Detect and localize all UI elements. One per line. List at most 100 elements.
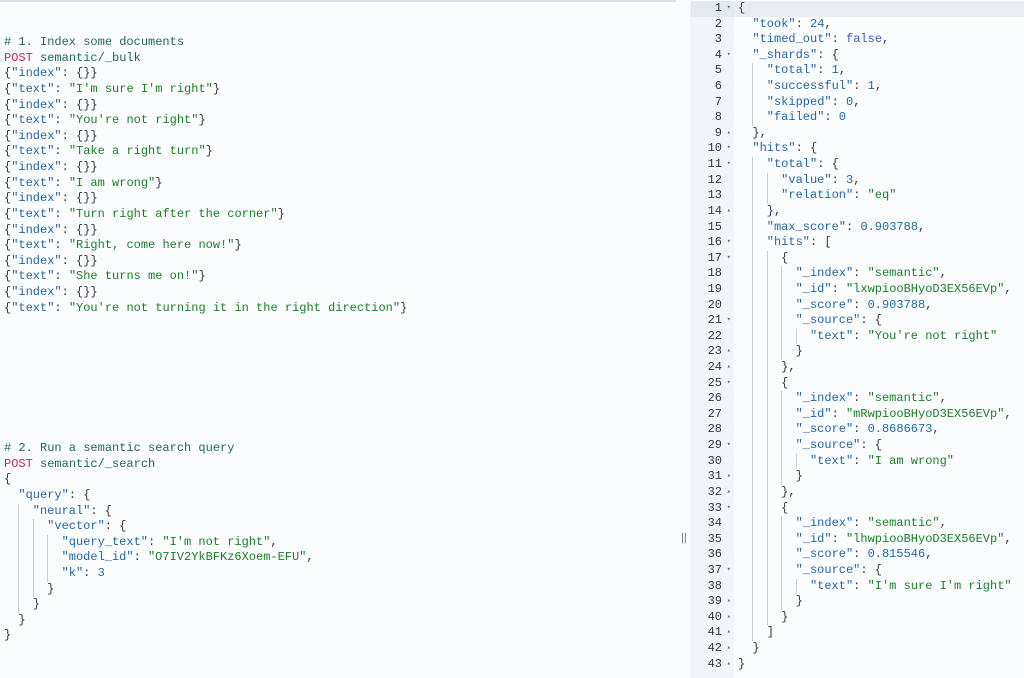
line-number: 39 ▴ — [691, 594, 734, 610]
token-punc: : — [853, 391, 868, 406]
token-punc: : — [133, 550, 148, 565]
indent-guide — [738, 32, 752, 48]
line-number-text: 38 — [707, 578, 722, 593]
code-line: "_source": { — [738, 562, 1012, 579]
response-code[interactable]: {"took": 24,"timed_out": false,"_shards"… — [738, 1, 1012, 672]
fold-collapse-icon[interactable]: ▾ — [726, 378, 731, 387]
token-key: "text" — [11, 238, 55, 253]
code-line: "value": 3, — [738, 172, 1012, 189]
line-number-text: 18 — [707, 266, 722, 281]
fold-expand-icon[interactable]: ▴ — [726, 659, 731, 668]
indent-guide — [781, 469, 795, 485]
indent-guide — [18, 550, 32, 566]
code-line: "vector": { — [4, 519, 407, 535]
indent-guide — [766, 281, 781, 298]
line-number: 34 — [691, 516, 734, 532]
indent-guide — [738, 376, 752, 392]
fold-collapse-icon[interactable]: ▾ — [726, 503, 731, 512]
fold-expand-icon[interactable]: ▴ — [726, 612, 731, 621]
token-punc: } — [752, 640, 760, 655]
code-line: "relation": "eq" — [738, 188, 1012, 204]
token-punc: : — [831, 32, 847, 47]
fold-collapse-icon[interactable]: ▾ — [726, 238, 731, 247]
indent-guide — [738, 516, 752, 532]
fold-expand-icon[interactable]: ▴ — [726, 628, 731, 637]
line-number: 1▾ — [691, 1, 734, 17]
fold-collapse-icon[interactable]: ▾ — [726, 565, 731, 574]
fold-expand-icon[interactable]: ▴ — [726, 206, 731, 215]
line-number: 5 — [691, 63, 734, 79]
token-key: "text" — [11, 113, 55, 128]
indent-guide — [766, 188, 781, 204]
indent-guide — [738, 407, 752, 423]
code-line: "_score": 0.815546, — [738, 547, 1012, 563]
code-line: {"index": {}} — [4, 129, 407, 145]
indent-guide — [738, 282, 752, 298]
fold-expand-icon[interactable]: ▴ — [726, 643, 731, 652]
indent-guide — [752, 297, 766, 314]
code-line: "max_score": 0.903788, — [738, 219, 1012, 236]
indent-guide — [738, 110, 752, 126]
indent-guide — [795, 578, 810, 595]
indent-guide — [4, 566, 18, 582]
code-line — [4, 410, 407, 426]
code-line — [4, 4, 407, 20]
token-punc: : {}} — [61, 160, 98, 175]
code-line — [4, 425, 407, 441]
fold-collapse-icon[interactable]: ▾ — [726, 160, 731, 169]
indent-guide — [738, 422, 752, 438]
code-line: "_id": "lxwpiooBHyoD3EX56EVp", — [738, 281, 1012, 298]
token-str: "I am wrong" — [68, 175, 156, 190]
indent-guide — [752, 609, 766, 626]
line-number: 18 — [691, 266, 734, 282]
token-key: "_score" — [795, 547, 854, 562]
indent-guide — [752, 235, 766, 251]
fold-expand-icon[interactable]: ▴ — [726, 128, 731, 137]
line-number-text: 32 — [707, 484, 722, 499]
fold-collapse-icon[interactable]: ▾ — [726, 253, 731, 262]
fold-collapse-icon[interactable]: ▾ — [726, 4, 731, 12]
token-punc: { — [4, 66, 12, 81]
line-number: 30 — [691, 454, 734, 470]
fold-expand-icon[interactable]: ▴ — [726, 347, 731, 356]
fold-collapse-icon[interactable]: ▾ — [726, 144, 731, 153]
token-punc: : { — [104, 519, 127, 534]
line-number-text: 16 — [707, 235, 722, 250]
token-punc: } — [234, 238, 242, 253]
fold-expand-icon[interactable]: ▴ — [726, 472, 731, 481]
token-punc: : — [824, 110, 839, 125]
token-punc: : { — [817, 47, 839, 62]
token-punc: { — [781, 250, 789, 265]
token-punc: , — [925, 547, 933, 562]
fold-expand-icon[interactable]: ▴ — [726, 487, 731, 496]
fold-collapse-icon[interactable]: ▾ — [726, 441, 731, 450]
resize-grip-icon[interactable]: || — [681, 532, 687, 544]
token-comment: # 1. Index some documents — [4, 35, 185, 50]
code-line: {"text": "I am wrong"} — [4, 176, 407, 192]
token-punc: { — [4, 144, 12, 159]
pane-divider[interactable] — [678, 0, 690, 678]
line-number-text: 22 — [707, 328, 722, 343]
line-number: 25▾ — [691, 376, 734, 392]
indent-guide — [752, 250, 766, 267]
fold-expand-icon[interactable]: ▴ — [726, 597, 731, 606]
indent-guide — [752, 63, 766, 80]
code-line: { — [738, 500, 1012, 517]
line-number-text: 39 — [707, 594, 722, 609]
fold-collapse-icon[interactable]: ▾ — [726, 50, 731, 59]
token-punc: } — [205, 144, 213, 159]
token-num: 1 — [831, 63, 839, 78]
fold-collapse-icon[interactable]: ▾ — [726, 316, 731, 325]
indent-guide — [738, 141, 752, 157]
fold-expand-icon[interactable]: ▴ — [726, 363, 731, 372]
code-line — [4, 379, 407, 395]
indent-guide — [795, 453, 810, 470]
indent-guide — [18, 503, 32, 520]
line-number-text: 6 — [714, 79, 722, 94]
indent-guide — [738, 126, 752, 142]
indent-guide — [766, 516, 781, 532]
token-num: 24 — [810, 16, 825, 31]
